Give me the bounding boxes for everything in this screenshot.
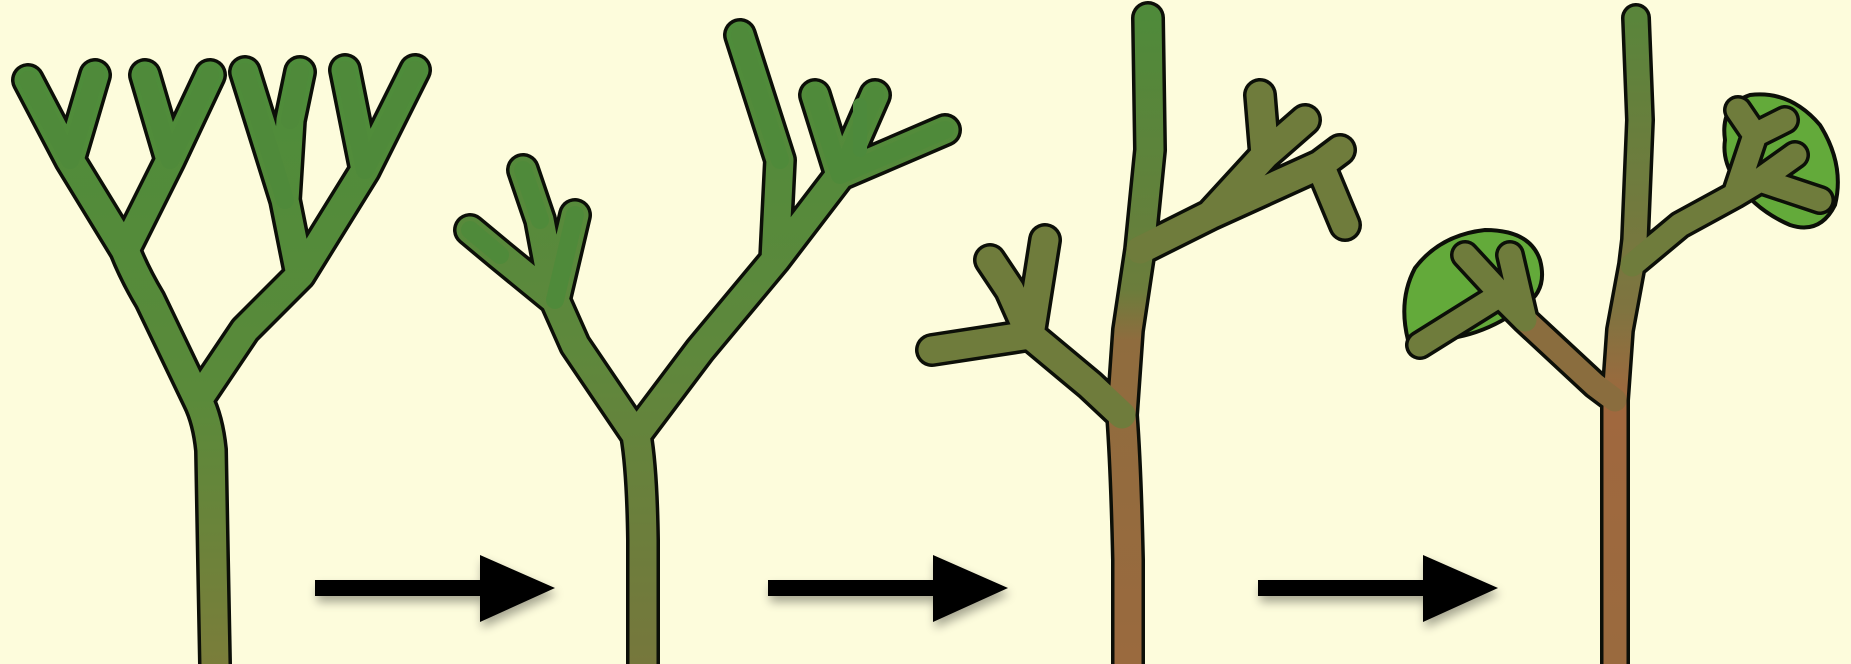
stage-2-fill <box>470 35 945 664</box>
arrow-3 <box>1258 555 1498 622</box>
stage-1-dichotomous-branching <box>28 70 415 664</box>
arrow-2 <box>768 555 1008 622</box>
arrow-1-head <box>480 555 555 622</box>
arrow-2-head <box>933 555 1008 622</box>
arrow-3-shaft <box>1258 580 1438 596</box>
arrow-1 <box>315 555 555 622</box>
arrow-3-head <box>1423 555 1498 622</box>
stage-2-overtopping <box>470 35 945 664</box>
arrow-2-shaft <box>768 580 948 596</box>
stage-4-webbing <box>1404 18 1838 664</box>
arrow-1-shaft <box>315 580 495 596</box>
stage-3-planation <box>932 18 1345 664</box>
stage-3-fill <box>932 18 1345 664</box>
